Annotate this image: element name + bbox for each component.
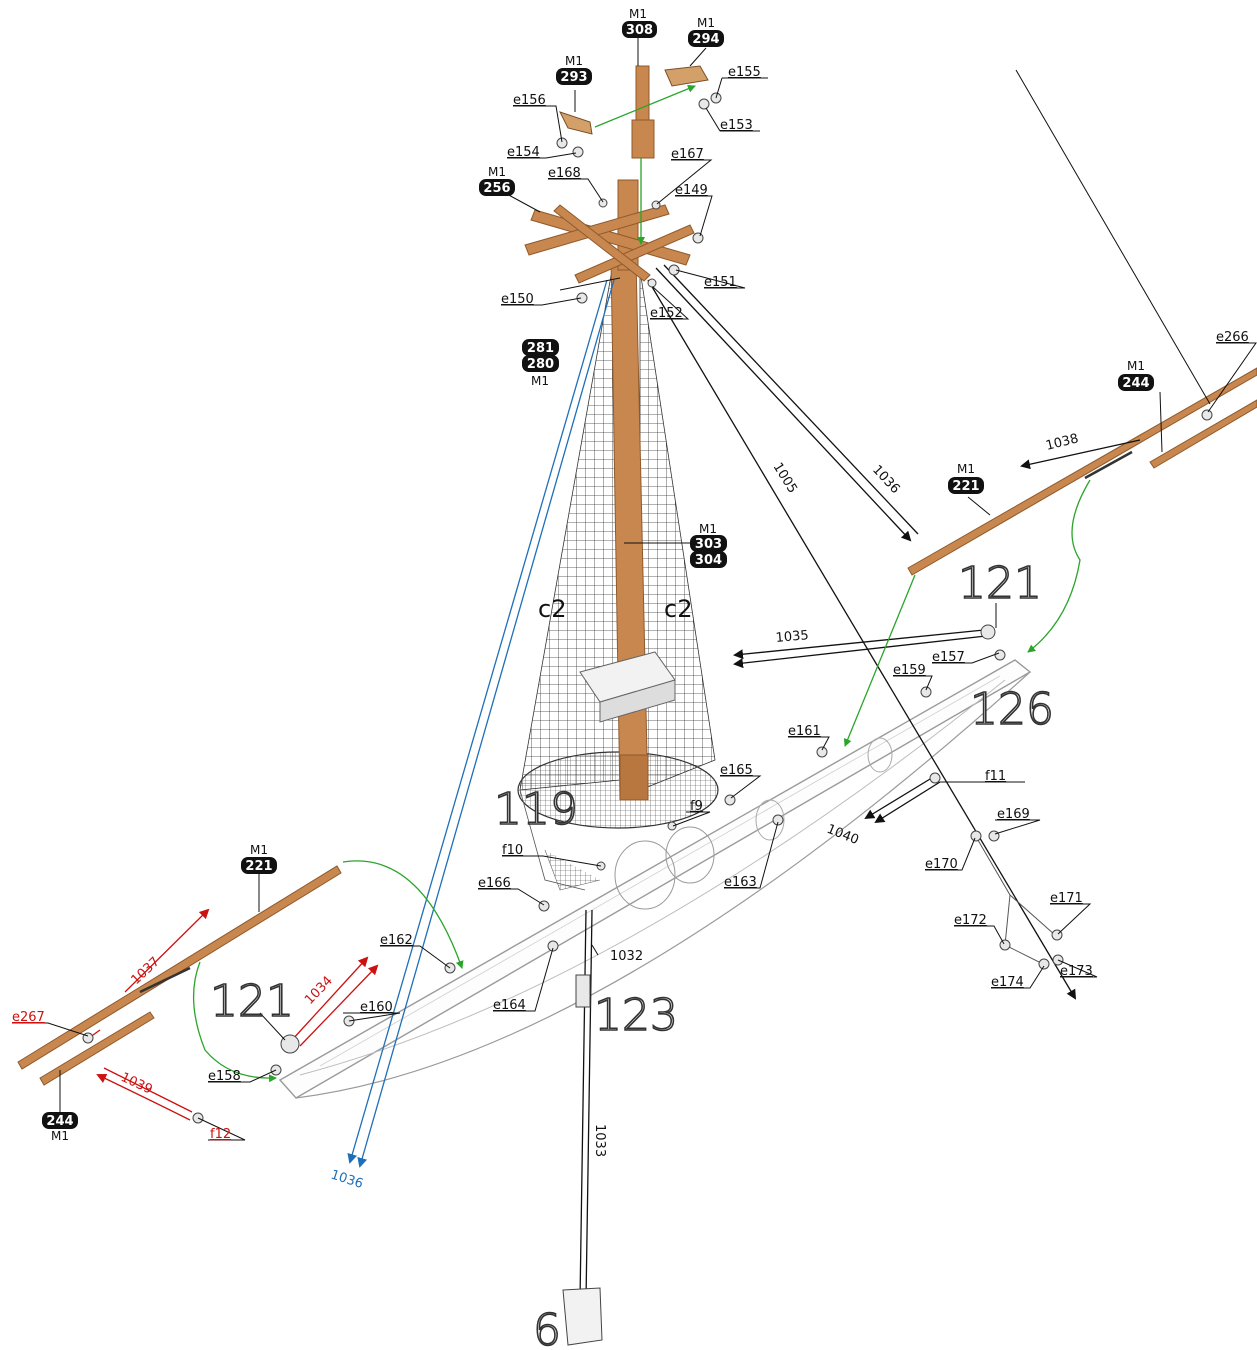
label-e170: e170 (925, 857, 958, 872)
label-e155: e155 (728, 65, 761, 80)
label-e159: e159 (893, 663, 926, 678)
label-1038: 1038 (1044, 431, 1080, 454)
label-e167: e167 (671, 147, 704, 162)
part-badge-303-304: M1 303 304 (690, 522, 727, 568)
label-1036: 1036 (869, 462, 903, 496)
svg-text:293: 293 (560, 70, 587, 85)
part-badge-294: M1 294 (688, 16, 724, 47)
svg-text:304: 304 (695, 553, 722, 568)
label-e266: e266 (1216, 330, 1249, 345)
yard-tube (278, 659, 1032, 1099)
line-labels: 1005 1036 1038 1035 1040 1032 1033 1037 … (118, 431, 1080, 1192)
label-e169: e169 (997, 807, 1030, 822)
yard-right-upper (907, 367, 1257, 576)
label-e173: e173 (1060, 964, 1093, 979)
label-c2-right: c2 (664, 595, 692, 623)
svg-text:M1: M1 (488, 165, 506, 179)
label-e172: e172 (954, 913, 987, 928)
svg-text:294: 294 (692, 32, 719, 47)
label-f11: f11 (985, 769, 1006, 784)
label-e165: e165 (720, 763, 753, 778)
label-1040: 1040 (825, 822, 861, 848)
part-badge-244-left: 244 M1 (42, 1112, 78, 1143)
label-e162: e162 (380, 933, 413, 948)
step-126: 126 (970, 684, 1054, 735)
step-6: 6 (533, 1305, 561, 1350)
green-guide-arrows (192, 84, 1091, 1083)
rigging-labels: c2 c2 (538, 595, 692, 623)
blue-rigging-lines (347, 279, 615, 1168)
label-1035: 1035 (775, 628, 809, 646)
label-e153: e153 (720, 118, 753, 133)
label-e156: e156 (513, 93, 546, 108)
label-c2-left: c2 (538, 595, 566, 623)
label-e160: e160 (360, 1000, 393, 1015)
part-badge-221-left: M1 221 (241, 843, 277, 874)
crosstrees (524, 179, 695, 284)
topmast (631, 65, 655, 159)
part-badge-281-280: 281 280 M1 (522, 339, 559, 388)
part-badge-308: M1 308 (622, 7, 657, 38)
label-e161: e161 (788, 724, 821, 739)
yard-left-upper (17, 865, 342, 1086)
label-e171: e171 (1050, 891, 1083, 906)
step-123: 123 (594, 990, 678, 1041)
step-119: 119 (494, 784, 578, 835)
svg-text:308: 308 (626, 23, 653, 38)
label-1034: 1034 (302, 974, 336, 1008)
rigging-lines (579, 264, 1141, 1301)
label-f9: f9 (690, 799, 703, 814)
svg-text:M1: M1 (957, 462, 975, 476)
svg-text:221: 221 (245, 859, 272, 874)
step-121-right: 121 (958, 558, 1042, 609)
svg-text:244: 244 (46, 1114, 73, 1129)
label-e149: e149 (675, 183, 708, 198)
svg-text:M1: M1 (697, 16, 715, 30)
cap-293 (559, 111, 593, 135)
svg-text:281: 281 (527, 341, 554, 356)
svg-text:M1: M1 (51, 1129, 69, 1143)
svg-text:M1: M1 (565, 54, 583, 68)
svg-text:280: 280 (527, 357, 554, 372)
label-e163: e163 (724, 875, 757, 890)
label-e166: e166 (478, 876, 511, 891)
label-e150: e150 (501, 292, 534, 307)
label-e157: e157 (932, 650, 965, 665)
main-mast (579, 259, 676, 801)
label-e152: e152 (650, 306, 683, 321)
label-1005: 1005 (770, 460, 800, 496)
part-badge-293: M1 293 (556, 54, 592, 85)
svg-text:M1: M1 (531, 374, 549, 388)
svg-text:M1: M1 (629, 7, 647, 21)
svg-text:M1: M1 (250, 843, 268, 857)
label-e168: e168 (548, 166, 581, 181)
label-e154: e154 (507, 145, 540, 160)
label-e164: e164 (493, 998, 526, 1013)
element-labels: e155 e153 e156 e154 e167 e168 e149 e151 … (12, 65, 1249, 1142)
part-badge-244-right: M1 244 (1118, 359, 1154, 391)
label-f10: f10 (502, 843, 523, 858)
leader-lines (12, 38, 1257, 1141)
svg-text:256: 256 (483, 181, 510, 196)
svg-text:303: 303 (695, 537, 722, 552)
label-1032: 1032 (610, 949, 643, 964)
svg-text:M1: M1 (699, 522, 717, 536)
svg-text:221: 221 (952, 479, 979, 494)
svg-text:244: 244 (1122, 376, 1149, 391)
label-1036-blue: 1036 (329, 1168, 365, 1192)
step-121-left: 121 (210, 976, 294, 1027)
part-badge-221-right: M1 221 (948, 462, 984, 494)
svg-text:M1: M1 (1127, 359, 1145, 373)
label-1033: 1033 (592, 1124, 607, 1157)
mast-top-platform (517, 751, 719, 891)
cap-294 (664, 65, 709, 87)
label-f12: f12 (210, 1127, 231, 1142)
step-numbers: 121 126 119 121 123 6 (209, 557, 1055, 1350)
label-e267: e267 (12, 1010, 45, 1025)
part-badge-256: M1 256 (479, 165, 515, 196)
label-e174: e174 (991, 975, 1024, 990)
label-e151: e151 (704, 275, 737, 290)
label-e158: e158 (208, 1069, 241, 1084)
